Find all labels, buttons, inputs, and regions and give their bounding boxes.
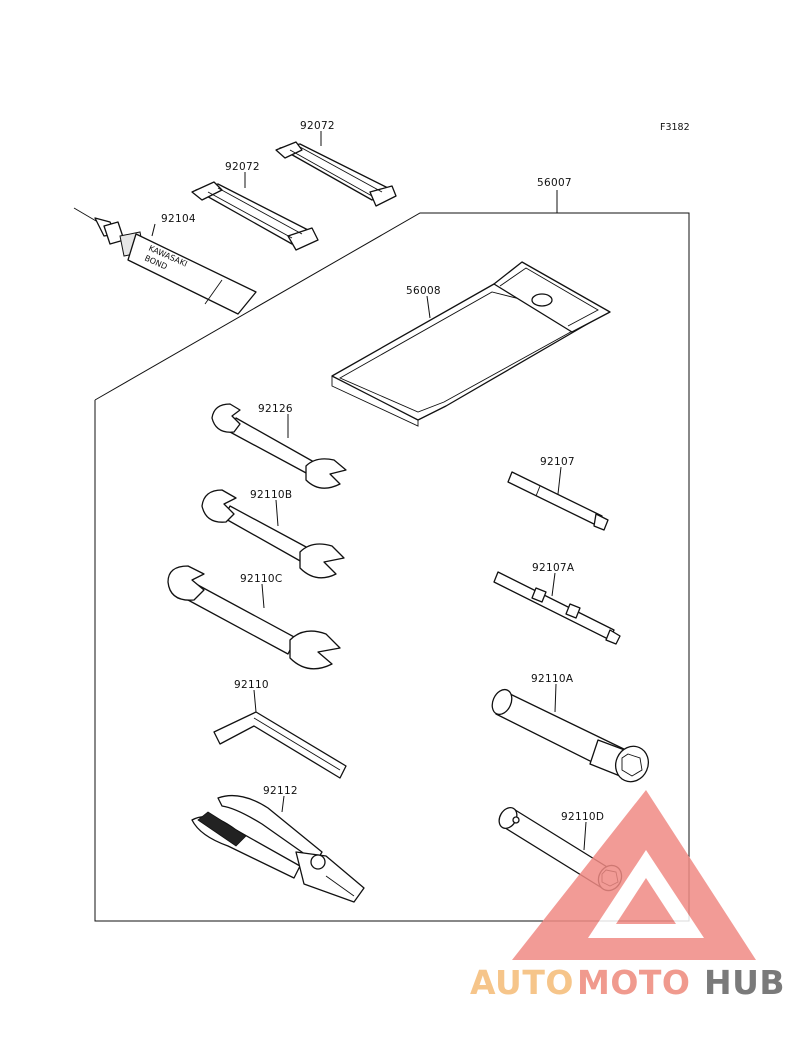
watermark-logo [512, 790, 756, 960]
watermark-moto: MOTO [577, 963, 690, 1002]
label-92126: 92126 [258, 403, 293, 415]
label-56008: 56008 [406, 285, 441, 297]
screwdriver-92107 [507, 471, 609, 531]
tool-bag [331, 261, 611, 427]
label-92110a: 92110A [531, 673, 574, 685]
watermark-hub: HUB [704, 963, 785, 1002]
label-92104: 92104 [161, 213, 196, 225]
label-92107a: 92107A [532, 562, 575, 574]
band-upper [275, 141, 397, 207]
label-92107: 92107 [540, 456, 575, 468]
watermark-triangle-core [616, 878, 676, 924]
watermark-text: AUTO MOTO HUB [470, 963, 785, 1002]
wrench-92110c [167, 565, 341, 670]
label-92110b: 92110B [250, 489, 292, 501]
hex-key [213, 711, 347, 779]
tool-kit-outline [94, 190, 690, 922]
label-92072-lower: 92072 [225, 161, 260, 173]
label-92072-upper: 92072 [300, 120, 335, 132]
label-92110: 92110 [234, 679, 269, 691]
wrench-92126 [211, 403, 347, 489]
wrench-92110b [201, 489, 345, 579]
screwdriver-92107a [493, 571, 621, 645]
label-56007: 56007 [537, 177, 572, 189]
box-wrench-92110a [491, 688, 649, 783]
pliers [191, 794, 365, 903]
label-92110d: 92110D [561, 811, 604, 823]
label-92112: 92112 [263, 785, 298, 797]
watermark-auto: AUTO [470, 963, 574, 1002]
label-92110c: 92110C [240, 573, 283, 585]
figure-id: F3182 [660, 122, 690, 133]
band-lower [191, 181, 319, 251]
